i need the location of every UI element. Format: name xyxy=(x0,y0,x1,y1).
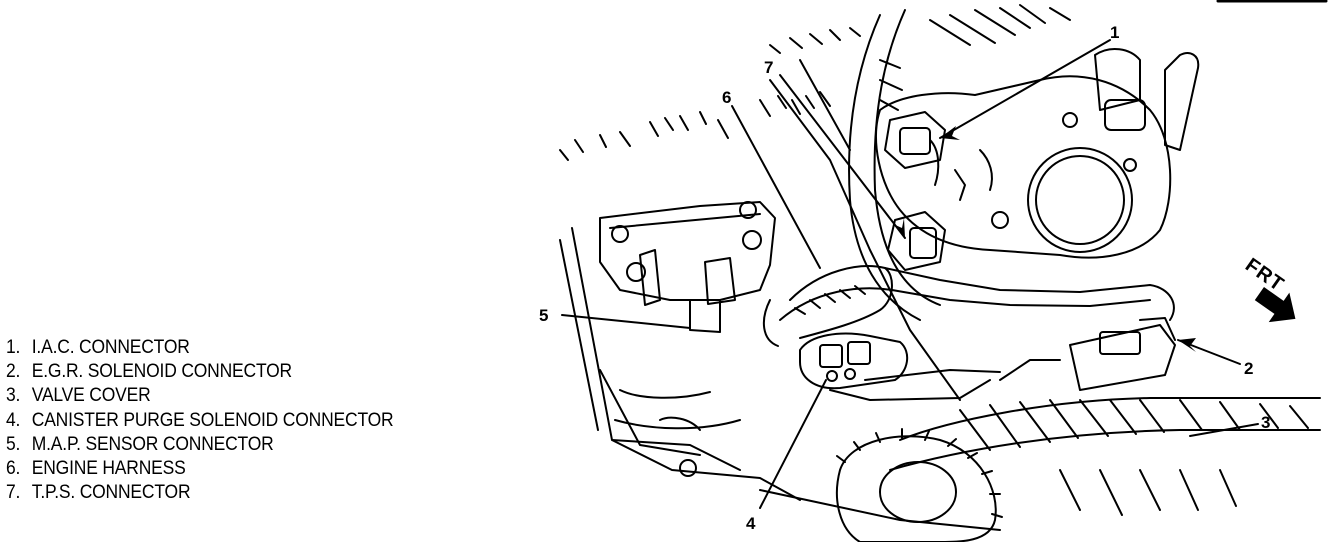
tps-connector-shape xyxy=(887,211,946,271)
callout-7: 7 xyxy=(764,58,773,77)
leader-line-1 xyxy=(939,39,1111,139)
leader-line-5 xyxy=(561,314,691,329)
legend-item-canister-purge-connector: 4.CANISTER PURGE SOLENOID CONNECTOR xyxy=(6,409,394,431)
engine-outline xyxy=(559,4,1071,501)
legend-item-valve-cover: 3.VALVE COVER xyxy=(6,385,151,407)
legend-item-engine-harness: 6.ENGINE HARNESS xyxy=(6,458,186,480)
callout-5: 5 xyxy=(539,306,548,325)
legend-item-iac-connector: 1.I.A.C. CONNECTOR xyxy=(6,337,190,358)
leader-arrowheads xyxy=(893,126,1196,352)
iac-connector-shape xyxy=(884,111,946,186)
legend-item-egr-solenoid-connector: 2.E.G.R. SOLENOID CONNECTOR xyxy=(6,361,292,383)
canister-purge-connector-shape xyxy=(799,332,1001,401)
legend-item-tps-connector: 7.T.P.S. CONNECTOR xyxy=(6,482,191,504)
callout-4: 4 xyxy=(746,514,756,533)
leader-line-7 xyxy=(779,74,906,239)
callout-6: 6 xyxy=(722,88,731,107)
engine-harness-shape xyxy=(762,265,1175,347)
leader-line-4 xyxy=(759,379,827,509)
callout-1: 1 xyxy=(1110,23,1119,42)
front-direction-arrow-icon xyxy=(1254,287,1296,323)
throttle-body xyxy=(875,48,1200,259)
callout-2: 2 xyxy=(1244,359,1253,378)
callout-3: 3 xyxy=(1261,413,1270,432)
map-sensor-bracket xyxy=(599,201,776,333)
leader-line-3 xyxy=(1189,423,1259,437)
component-legend: 1.I.A.C. CONNECTOR 2.E.G.R. SOLENOID CON… xyxy=(6,336,394,505)
leader-line-6 xyxy=(731,105,821,269)
egr-solenoid-connector-shape xyxy=(999,317,1176,391)
callout-numbers: 1 2 3 4 5 6 7 xyxy=(539,23,1270,533)
valve-cover-shape xyxy=(659,397,1321,542)
leader-lines xyxy=(561,39,1259,509)
legend-item-map-sensor-connector: 5.M.A.P. SENSOR CONNECTOR xyxy=(6,433,274,455)
